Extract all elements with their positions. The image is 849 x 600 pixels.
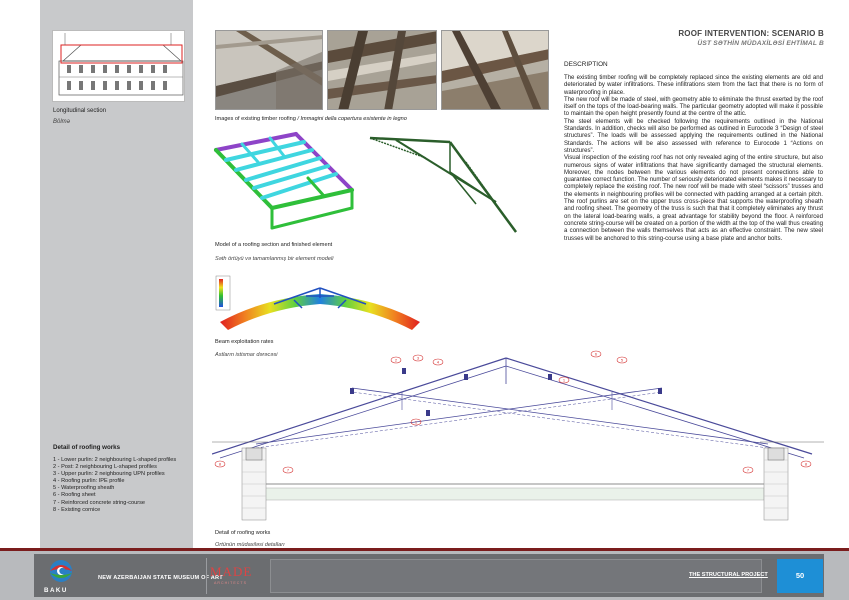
longitudinal-section-drawing (52, 30, 185, 102)
description-body: The existing timber roofing will be comp… (564, 75, 823, 243)
footer-panel (270, 559, 762, 593)
svg-text:2: 2 (395, 358, 398, 363)
page-subtitle: ÜST SƏTHİN MÜDAXİLƏSİ EHTİMAL B (697, 40, 824, 47)
made-logo: MADE (210, 564, 253, 579)
page-header: ROOF INTERVENTION: SCENARIO B ÜST SƏTHİN… (678, 29, 824, 47)
photos-caption: Images of existing timber roofing / Imma… (215, 116, 407, 122)
detail-caption-alt: Örtünün müdaxiləsi detalları (215, 542, 285, 547)
beam-exploitation-diagram (214, 274, 426, 334)
description-paragraph: The existing timber roofing will be comp… (564, 75, 823, 96)
page-title: ROOF INTERVENTION: SCENARIO B (678, 29, 824, 38)
svg-text:8: 8 (219, 462, 222, 467)
finished-truss-element (366, 132, 552, 236)
beam-caption-alt: Astların istismar dərəcəsi (215, 352, 278, 358)
baku-logo-icon (44, 557, 78, 585)
footer-city: BAKU (44, 587, 68, 594)
svg-text:1: 1 (563, 378, 566, 383)
made-logo-sub: ARCHITECTS (214, 581, 247, 585)
description-paragraph: The steel elements will be checked follo… (564, 118, 823, 154)
svg-text:3: 3 (417, 356, 420, 361)
description-paragraph: The new roof will be made of steel, with… (564, 96, 823, 118)
footer-museum-name: NEW AZERBAIJAN STATE MUSEUM OF ART (98, 575, 223, 581)
svg-text:1: 1 (415, 420, 418, 425)
model-caption: Model of a roofing section and finished … (215, 242, 333, 248)
legend-item: 3 - Upper purlin: 2 neighbouring UPN pro… (53, 471, 165, 478)
detail-caption: Detail of roofing works (215, 530, 271, 536)
footer-bar: BAKU NEW AZERBAIJAN STATE MUSEUM OF ART … (34, 554, 824, 597)
timber-roof-photo-1 (215, 30, 323, 110)
sidebar: Longitudinal section Bölmə Detail of roo… (40, 0, 193, 548)
detail-legend-title: Detail of roofing works (53, 444, 121, 451)
legend-item: 2 - Post: 2 neighbouring L-shaped profil… (53, 464, 157, 471)
section-caption: Longitudinal section (53, 108, 107, 114)
detail-legend: 1 - Lower purlin: 2 neighbouring L-shape… (53, 457, 193, 514)
svg-text:5: 5 (621, 358, 624, 363)
description-paragraph: Visual inspection of the existing roof h… (564, 155, 823, 242)
svg-text:8: 8 (805, 462, 808, 467)
svg-text:4: 4 (437, 360, 440, 365)
footer-section-link[interactable]: THE STRUCTURAL PROJECT (689, 572, 768, 578)
legend-item: 1 - Lower purlin: 2 neighbouring L-shape… (53, 457, 177, 463)
svg-text:7: 7 (287, 468, 290, 473)
beam-caption: Beam exploitation rates (215, 339, 274, 345)
svg-text:6: 6 (595, 352, 598, 357)
legend-item: 8 - Existing cornice (53, 506, 101, 513)
roofing-section-model (212, 128, 362, 236)
svg-text:7: 7 (747, 468, 750, 473)
legend-item: 4 - Roofing purlin: IPE profile (53, 478, 125, 485)
legend-item: 5 - Waterproofing sheath (53, 485, 115, 492)
timber-roof-photo-2 (327, 30, 437, 110)
footer-divider (206, 558, 207, 594)
footer: BAKU NEW AZERBAIJAN STATE MUSEUM OF ART … (0, 548, 849, 600)
legend-item: 7 - Reinforced concrete string-course (53, 499, 146, 506)
roofing-detail-drawing: 2 3 4 6 5 1 1 7 7 8 8 (211, 344, 824, 524)
legend-item: 6 - Roofing sheet (53, 492, 96, 499)
model-caption-alt: Səth örtüyü və tamamlanmış bir element m… (215, 256, 334, 262)
description-heading: DESCRIPTION (564, 61, 608, 68)
page-number-badge: 50 (777, 559, 823, 593)
section-caption-alt: Bölmə (53, 119, 71, 125)
timber-roof-photo-3 (441, 30, 549, 110)
